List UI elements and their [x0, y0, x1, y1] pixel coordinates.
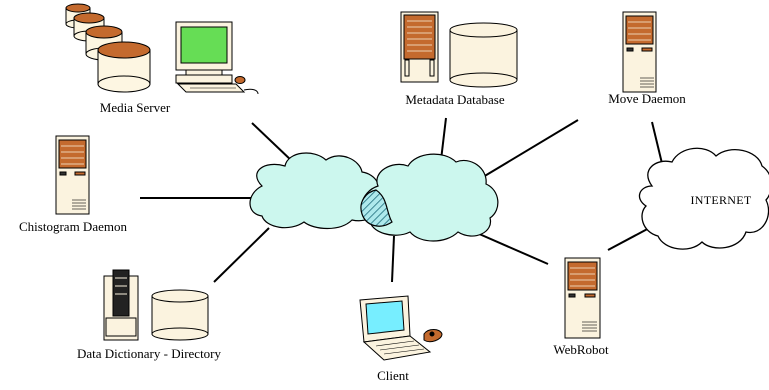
link-data-dictionary: [213, 227, 270, 283]
link-client: [391, 235, 395, 283]
link-webrobot-internet: [607, 225, 654, 251]
link-webrobot: [476, 232, 549, 265]
disk-4: [97, 41, 151, 93]
webrobot-tower: [564, 257, 601, 339]
link-move-daemon: [477, 119, 579, 181]
network-cloud: [249, 152, 499, 242]
link-media-server: [251, 122, 294, 163]
laptop-screen: [365, 300, 405, 335]
chistogram-daemon-tower: [55, 135, 90, 215]
media-server-disks: [65, 3, 151, 93]
media-server-workstation: [175, 21, 259, 95]
label-metadata-database: Metadata Database: [405, 92, 505, 107]
move-daemon-tower: [622, 11, 657, 93]
label-media-server: Media Server: [99, 100, 171, 115]
metadata-database-disk: [449, 22, 518, 88]
client-laptop: [359, 295, 443, 361]
label-move-daemon: Move Daemon: [608, 91, 686, 106]
mouse-icon: [234, 76, 246, 84]
network-cloud-overlap: [360, 189, 393, 227]
label-chistogram-daemon: Chistogram Daemon: [19, 219, 127, 234]
connection-lines: [140, 117, 667, 283]
network-cloud-right: [361, 153, 499, 242]
label-client: Client: [377, 368, 409, 383]
cpu-base: [175, 74, 233, 84]
data-dictionary-disk: [151, 289, 209, 341]
label-internet: INTERNET: [690, 193, 752, 207]
internet-cloud: [638, 147, 769, 250]
label-data-dictionary: Data Dictionary - Directory: [76, 346, 222, 361]
monitor-screen: [180, 26, 228, 64]
metadata-database-tower: [400, 11, 439, 83]
network-cloud-left: [249, 152, 380, 230]
data-dictionary-tower: [103, 269, 139, 341]
link-metadata-database: [440, 117, 447, 161]
label-webrobot: WebRobot: [553, 342, 609, 357]
